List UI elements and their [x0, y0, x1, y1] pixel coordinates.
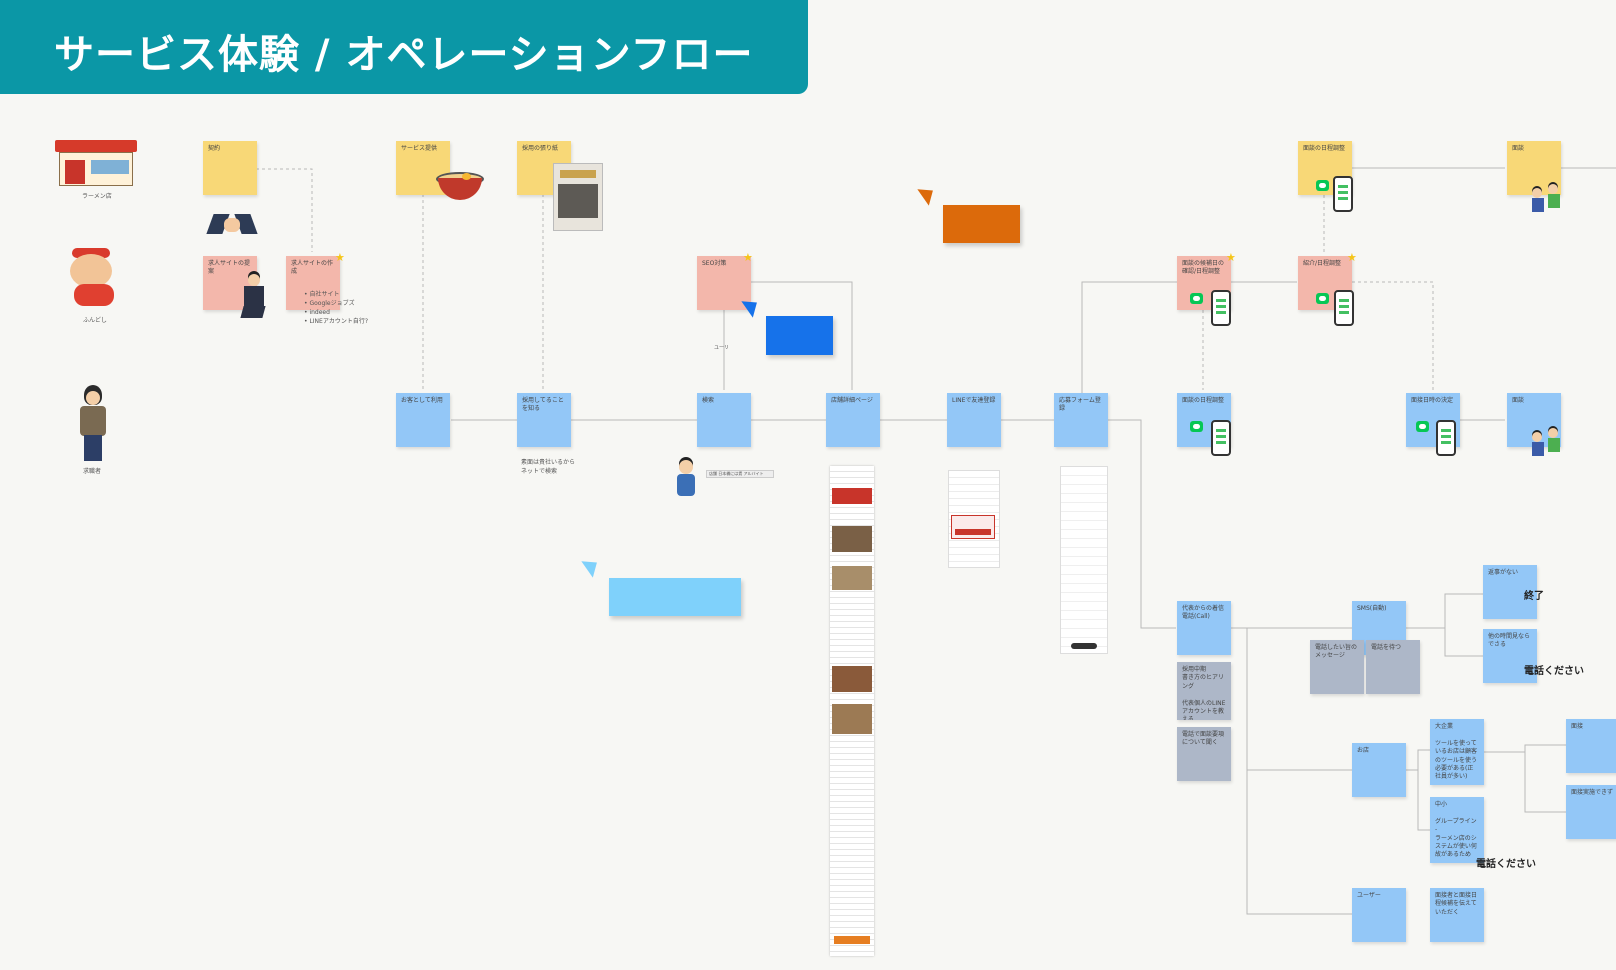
phone-icon	[1436, 420, 1456, 456]
sticky-large-company[interactable]: 大企業 ツールを使っているお店は顧客のツールを使う必要がある(正社員が多い)	[1430, 719, 1484, 785]
sticky-wait-call[interactable]: 電話を待つ	[1366, 640, 1420, 694]
line-register-screenshot[interactable]	[948, 470, 1000, 568]
sticky-no-reply[interactable]: 返事がない	[1483, 565, 1537, 619]
form-register-screenshot[interactable]	[1060, 466, 1108, 654]
phone-icon	[1211, 420, 1231, 456]
phone-icon	[1333, 176, 1353, 212]
sticky-phone-ask[interactable]: 電話で面談要項について聞く	[1177, 727, 1231, 781]
end-label: 終了	[1524, 591, 1544, 602]
connector-label: ユーリ	[714, 345, 730, 351]
sticky-customer[interactable]: お客として利用	[396, 393, 450, 447]
sticky-user[interactable]: ユーザー	[1352, 888, 1406, 942]
line-icon	[1190, 421, 1203, 432]
sticky-user-action[interactable]: 面接者と面接日程候補を伝えていただく	[1430, 888, 1484, 942]
sticky-rep-call[interactable]: 代表からの着信電話(Call)	[1177, 601, 1231, 655]
notice-note: 素面は貴社いるから ネットで検索	[521, 459, 576, 475]
ramen-bowl-icon	[436, 168, 484, 200]
sticky-result-interview[interactable]: 面接	[1566, 719, 1616, 773]
sticky-detail[interactable]: 店舗詳細ページ	[826, 393, 880, 447]
sticky-create[interactable]: 求人サイトの作成	[286, 256, 340, 310]
sticky-seo[interactable]: SEO対策	[697, 256, 751, 310]
sticky-result-fail[interactable]: 面接実施できず	[1566, 785, 1616, 839]
meeting-icon	[1532, 180, 1562, 212]
actor-label-mascot: ふんどし	[83, 317, 107, 324]
sticky-shop[interactable]: お店	[1352, 743, 1406, 797]
collaborator-cursor-box-blue	[766, 316, 833, 355]
call-label: 電話ください	[1524, 666, 1584, 677]
sticky-call-message[interactable]: 電話したい旨のメッセージ	[1310, 640, 1364, 694]
page-title: サービス体験 / オペレーションフロー	[54, 32, 754, 78]
title-banner: サービス体験 / オペレーションフロー	[0, 0, 808, 94]
phone-icon	[1334, 290, 1354, 326]
star-icon: ★	[1347, 251, 1357, 264]
sticky-contract[interactable]: 契約	[203, 141, 257, 195]
poster-icon	[553, 163, 603, 231]
sticky-hearing[interactable]: 採用中期 書き方のヒアリング 代表個人のLINEアカウントを教える	[1177, 662, 1231, 720]
line-icon	[1190, 293, 1203, 304]
site-list: • 自社サイト • Googleジョブズ • indeed • LINEアカウン…	[304, 291, 369, 325]
star-icon: ★	[1226, 251, 1236, 264]
sticky-line-register[interactable]: LINEで友達登録	[947, 393, 1001, 447]
star-icon: ★	[743, 251, 753, 264]
handshake-icon	[206, 212, 258, 238]
sticky-learn[interactable]: 採用してることを知る	[517, 393, 571, 447]
sticky-search[interactable]: 検索	[697, 393, 751, 447]
mascot-icon	[68, 248, 120, 310]
sticky-small-company[interactable]: 中小 グループライン - ラーメン店のシステムが使い何故があるため	[1430, 797, 1484, 863]
ramen-shop-icon	[55, 140, 137, 190]
sticky-other-time[interactable]: 他の時間見ならでさる	[1483, 629, 1537, 683]
searching-person-icon	[675, 460, 697, 498]
star-icon: ★	[335, 251, 345, 264]
search-bar: 店舗 日本橋には賃 アルバイト	[706, 470, 774, 478]
job-seeker-icon	[76, 385, 108, 465]
collaborator-cursor-box-light	[609, 578, 741, 616]
phone-icon	[1211, 290, 1231, 326]
actor-label-ramen-shop: ラーメン店	[82, 193, 112, 200]
line-icon	[1316, 293, 1329, 304]
actor-label-job-seeker: 求職者	[83, 468, 102, 475]
call-label: 電話ください	[1476, 859, 1536, 870]
collaborator-cursor-box-orange	[943, 205, 1020, 243]
sticky-form-register[interactable]: 応募フォーム登録	[1054, 393, 1108, 447]
search-query: 店舗 日本橋には賃 アルバイト	[709, 471, 764, 476]
meeting-icon	[1532, 424, 1562, 456]
line-icon	[1316, 180, 1329, 191]
detail-page-screenshot[interactable]	[830, 466, 874, 956]
businessman-icon	[236, 274, 272, 320]
line-icon	[1416, 421, 1429, 432]
